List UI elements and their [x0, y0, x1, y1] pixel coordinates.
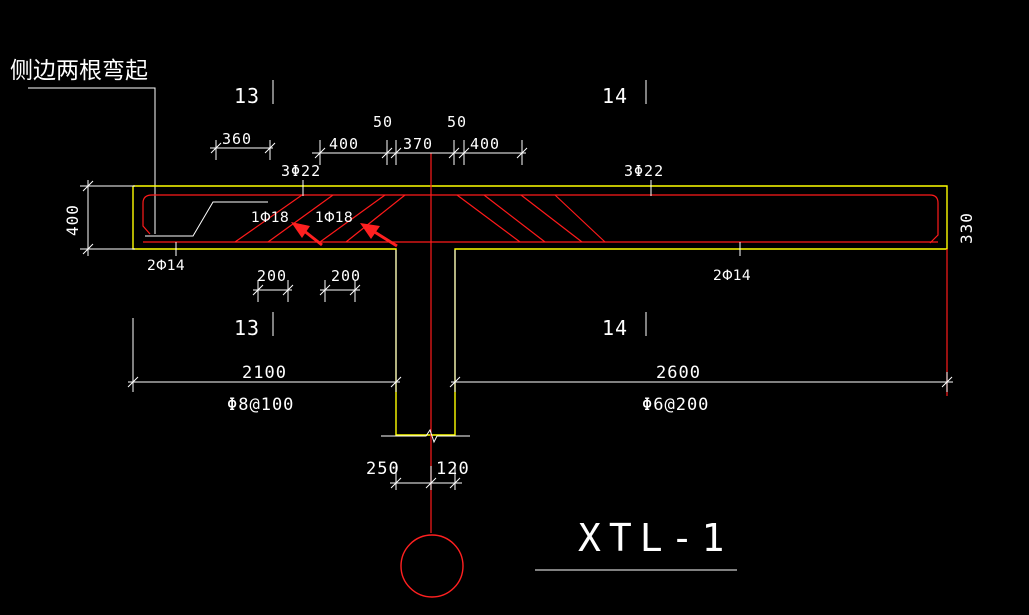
height-label-right: 330 [957, 212, 976, 244]
stirrup-right: Φ6@200 [642, 395, 709, 415]
dim-370: 370 [403, 135, 433, 153]
dim-250: 250 [366, 459, 400, 479]
bent-bar-label-1: 1Φ18 [251, 210, 289, 226]
dim-50-right: 50 [447, 113, 467, 131]
top-bar-label-right: 3Φ22 [624, 162, 664, 180]
span-2600: 2600 [656, 363, 701, 383]
drawing-title: XTL-1 [578, 516, 732, 560]
section-label-14-top: 14 [602, 84, 628, 108]
bent-bar-label-2: 1Φ18 [315, 210, 353, 226]
axis-bubble [400, 534, 464, 598]
section-label-14-bottom: 14 [602, 316, 628, 340]
dim-200-left: 200 [257, 267, 287, 285]
diagonal-bars [234, 194, 606, 243]
bottom-bar-label-right: 2Φ14 [713, 268, 751, 284]
dim-200-right: 200 [331, 267, 361, 285]
break-line-symbol [381, 428, 470, 444]
bottom-bar-label-left: 2Φ14 [147, 258, 185, 274]
note-leader-line [28, 87, 156, 234]
section-markers [272, 80, 647, 336]
stirrup-left: Φ8@100 [227, 395, 294, 415]
height-label-left: 400 [63, 204, 82, 236]
section-label-13-top: 13 [234, 84, 260, 108]
dim-400-right: 400 [470, 135, 500, 153]
beam-outline [132, 185, 948, 436]
span-2100: 2100 [242, 363, 287, 383]
column-width-dimension [390, 466, 462, 490]
bottom-small-dimensions [252, 280, 361, 302]
dim-400-left: 400 [329, 135, 359, 153]
span-dimensions [127, 250, 953, 392]
top-bar-label-left: 3Φ22 [281, 162, 321, 180]
bent-up-bar [145, 201, 268, 237]
red-arrow-2 [360, 223, 398, 248]
section-label-13-bottom: 13 [234, 316, 260, 340]
top-rebar [142, 194, 939, 244]
top-dimensions [210, 140, 528, 165]
note-text: 侧边两根弯起 [10, 58, 148, 84]
dim-120: 120 [436, 459, 470, 479]
height-dimension-left [80, 180, 135, 256]
dim-50-left: 50 [373, 113, 393, 131]
red-arrow-1 [291, 222, 323, 247]
dim-360: 360 [222, 130, 252, 148]
